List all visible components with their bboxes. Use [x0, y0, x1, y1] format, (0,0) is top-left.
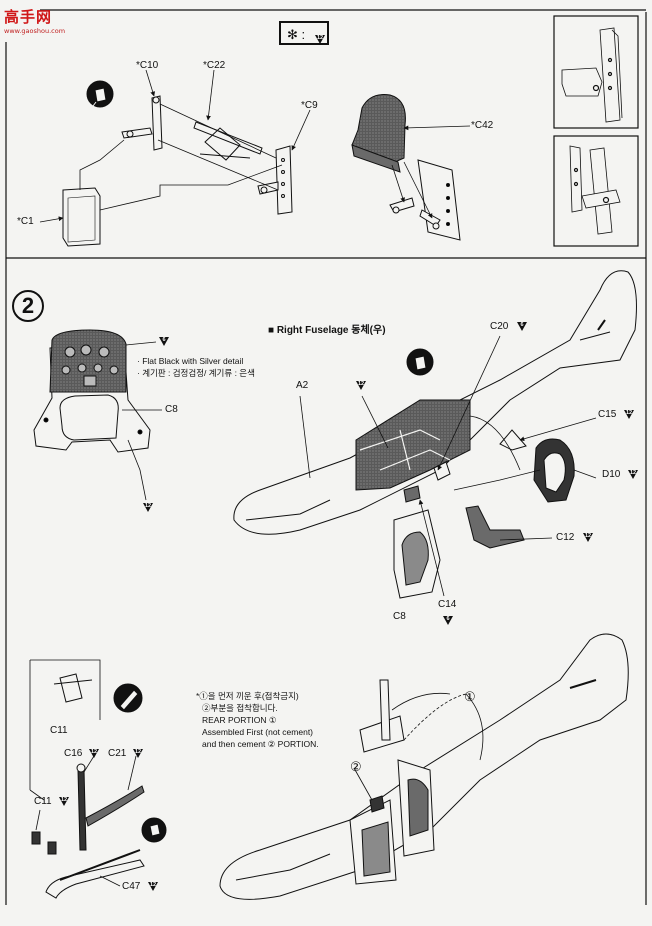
part-c14	[403, 485, 421, 503]
cement-icon-middle	[406, 348, 434, 376]
part-c22-bar	[193, 121, 263, 155]
label-c14: C14	[438, 599, 457, 610]
section-title: ■ Right Fuselage 동체(우)	[268, 325, 386, 336]
paint-marker-c8-left: 12	[140, 503, 153, 513]
step-number: 2	[12, 290, 44, 322]
seat-frame-subassembly	[39, 69, 311, 247]
reference-box-2	[553, 135, 639, 247]
label-d10: D10	[602, 469, 621, 480]
part-c15	[499, 429, 527, 451]
assembly-note-line1: *①을 먼저 끼운 후(접착금지)	[196, 691, 299, 701]
part-c12	[465, 505, 525, 549]
label-c8-mid: C8	[393, 611, 406, 622]
paint-marker-c16: 12	[86, 749, 99, 759]
part-c47-floor	[45, 859, 145, 899]
instrument-panel-face	[49, 329, 127, 393]
part-c10-post	[151, 95, 163, 151]
label-c8-left: C8	[165, 404, 178, 415]
panel-note-line2: · 계기판 : 검정검정/ 계기류 : 은색	[137, 368, 255, 378]
part-c21-pedal-bar	[85, 785, 145, 827]
part-c42-seat	[351, 94, 406, 163]
label-c9: *C9	[301, 100, 318, 111]
assembly-note-line4: Assembled First (not cement)	[202, 727, 314, 737]
seat-c42-subassembly	[351, 94, 471, 241]
assembly-note-line2: ②부분을 접착합니다.	[202, 703, 278, 713]
paint-marker-c11: 12	[56, 797, 69, 807]
paint-marker-c20: 6	[514, 322, 527, 332]
paint-marker-fuselage: 12	[353, 381, 366, 391]
label-c11-top: C11	[50, 725, 68, 736]
paint-marker-c14: 6	[440, 616, 453, 626]
cement-icon-bottom	[141, 817, 167, 843]
part-c1-panel	[62, 187, 101, 247]
marker-one: ①	[464, 689, 476, 704]
assembly-note-line5: and then cement ② PORTION.	[202, 739, 319, 749]
label-a2: A2	[296, 380, 309, 391]
marker-two: ②	[350, 759, 362, 774]
label-c42: *C42	[471, 120, 494, 131]
paint-marker-d10: 12	[625, 470, 638, 480]
paint-brush-icon	[113, 683, 143, 713]
instrument-panel-assembly	[33, 329, 162, 501]
label-c16: C16	[64, 748, 83, 759]
paint-marker-c47: 12	[145, 882, 158, 892]
assembly-note-line3: REAR PORTION ①	[202, 715, 277, 725]
paint-marker-c21: 12	[130, 749, 143, 759]
paint-marker-panel: 6	[156, 337, 169, 347]
label-c20: C20	[490, 321, 509, 332]
cockpit-interior-dark	[355, 399, 471, 491]
label-c21: C21	[108, 748, 127, 759]
label-c11-bottom: C11	[34, 796, 52, 807]
label-c15: C15	[598, 409, 617, 420]
paint-marker-c12: 12	[580, 533, 593, 543]
label-c22: *C22	[203, 60, 226, 71]
paint-marker-c15: 12	[621, 410, 634, 420]
label-c47: C47	[122, 881, 141, 892]
paint-code-legend: ✻ : 12	[279, 21, 329, 45]
label-c1: *C1	[17, 216, 34, 227]
reference-box-1	[553, 15, 639, 129]
label-c10: *C10	[136, 60, 159, 71]
part-c9-post	[275, 145, 293, 215]
cement-icon	[86, 80, 114, 108]
part-c16-stick	[77, 769, 87, 851]
watermark-title: 高手网	[4, 8, 53, 26]
watermark-url: www.gaoshou.com	[4, 27, 66, 35]
right-fuselage-assembly	[233, 270, 637, 599]
control-subassembly	[29, 659, 145, 899]
panel-note-line1: · Flat Black with Silver detail	[137, 356, 244, 366]
label-c12: C12	[556, 532, 575, 543]
site-watermark: 高手网 www.gaoshou.com	[4, 6, 65, 35]
part-a2-fuselage	[233, 270, 637, 535]
page-frame	[5, 9, 647, 905]
legend-symbol: ✻ :	[287, 27, 306, 42]
assembled-fuselage	[219, 633, 629, 900]
legend-paint-marker: 12	[312, 32, 325, 45]
